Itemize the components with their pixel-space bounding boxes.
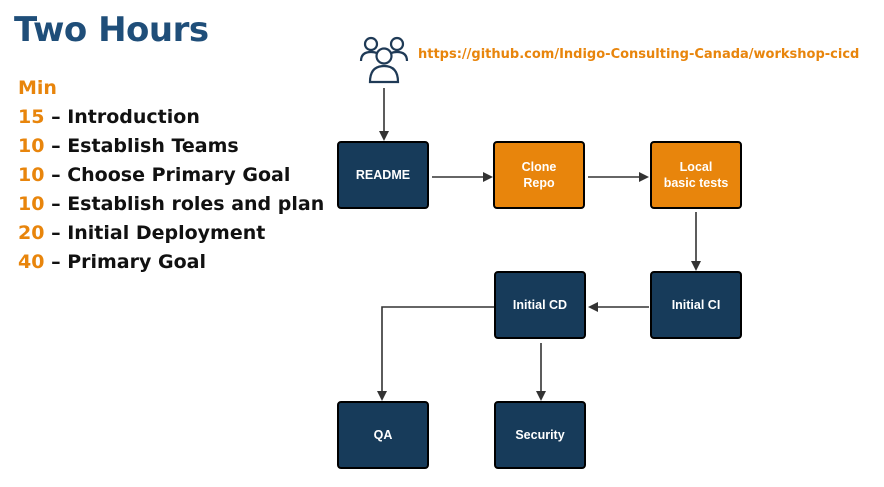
agenda-minutes: 20 <box>18 222 45 244</box>
agenda-label: – Establish roles and plan <box>51 193 325 215</box>
agenda-label: – Introduction <box>51 106 200 128</box>
agenda-minutes: 40 <box>18 251 45 273</box>
agenda-minutes: 10 <box>18 164 45 186</box>
arrow-cd-to-qa <box>377 306 494 401</box>
agenda-label: – Initial Deployment <box>51 222 266 244</box>
agenda-item: 40 – Primary Goal <box>18 248 324 277</box>
agenda-minutes: 10 <box>18 135 45 157</box>
node-initial-ci: Initial CI <box>650 271 742 339</box>
agenda-label: – Establish Teams <box>51 135 239 157</box>
node-readme: README <box>337 141 429 209</box>
node-clone-repo: Clone Repo <box>493 141 585 209</box>
agenda-item: 10 – Choose Primary Goal <box>18 161 324 190</box>
repo-link[interactable]: https://github.com/Indigo-Consulting-Can… <box>418 47 860 62</box>
page-title: Two Hours <box>14 10 209 50</box>
agenda-item: 10 – Establish roles and plan <box>18 190 324 219</box>
agenda-item: 20 – Initial Deployment <box>18 219 324 248</box>
agenda-minutes: 15 <box>18 106 45 128</box>
agenda-minutes: 10 <box>18 193 45 215</box>
agenda-item: 15 – Introduction <box>18 103 324 132</box>
node-security: Security <box>494 401 586 469</box>
agenda-item: 10 – Establish Teams <box>18 132 324 161</box>
agenda-list: Min 15 – Introduction 10 – Establish Tea… <box>18 74 324 277</box>
node-local-tests: Local basic tests <box>650 141 742 209</box>
node-initial-cd: Initial CD <box>494 271 586 339</box>
node-qa: QA <box>337 401 429 469</box>
agenda-label: – Choose Primary Goal <box>51 164 291 186</box>
people-group-icon <box>359 36 409 84</box>
agenda-header: Min <box>18 77 57 99</box>
agenda-label: – Primary Goal <box>51 251 206 273</box>
